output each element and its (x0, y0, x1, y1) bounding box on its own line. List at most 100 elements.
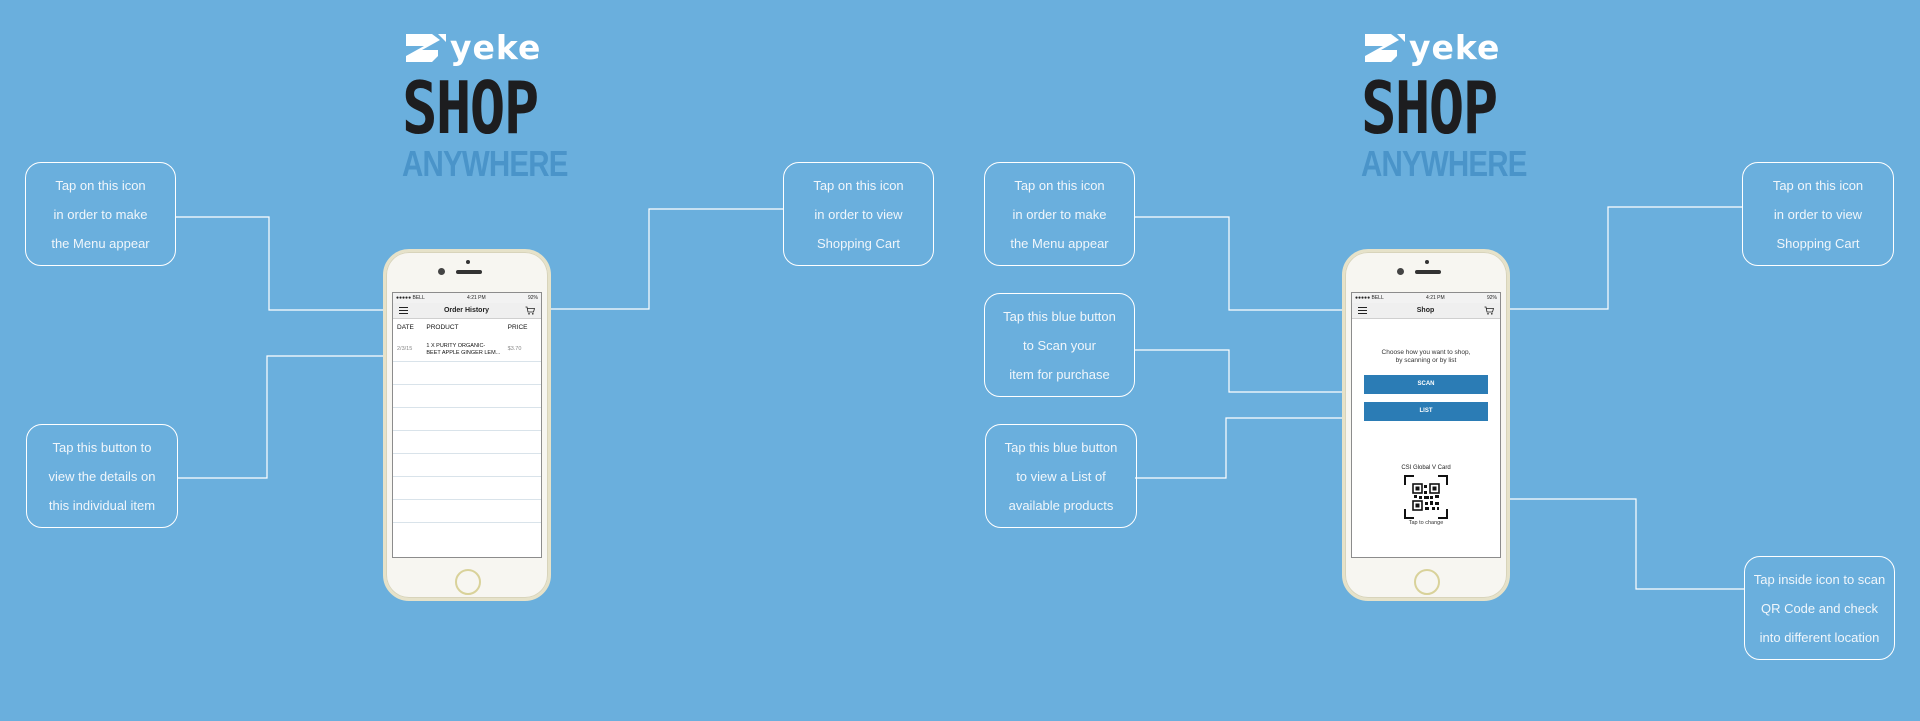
logo: yeke (1361, 26, 1511, 70)
scan-button[interactable]: SCAN (1364, 375, 1488, 394)
instruction-line: Choose how you want to shop, (1381, 349, 1471, 356)
phone-order-history: ●●●●● BELL 4:21 PM 92% Order History DAT… (383, 249, 551, 601)
callout-line: Tap on this icon (55, 177, 146, 193)
product-line: 1 X PURITY ORGANIC- (426, 343, 486, 349)
tap-to-change-text[interactable]: Tap to change (1408, 520, 1444, 526)
callout-line: in order to view (1773, 206, 1863, 222)
callout-line: in order to make (1012, 206, 1107, 222)
empty-row (393, 408, 541, 431)
time-text: 4:21 PM (1426, 295, 1445, 301)
callout-right-qr: Tap inside icon to scan QR Code and chec… (1744, 556, 1895, 660)
phone-screen: ●●●●● BELL 4:21 PM 92% Order History DAT… (392, 292, 542, 558)
callout-line: to Scan your (1023, 337, 1096, 353)
callout-line: Tap on this icon (1772, 177, 1864, 193)
callout-line: Tap this blue button (1004, 439, 1118, 455)
callout-line: item for purchase (1009, 366, 1110, 382)
order-row[interactable]: 2/3/15 1 X PURITY ORGANIC- BEET APPLE GI… (393, 339, 541, 362)
carrier-text: ●●●●● BELL (1355, 295, 1384, 301)
card-label: CSI Global V Card (1401, 465, 1451, 471)
callout-line: available products (1008, 497, 1114, 513)
order-price: $3.70 (507, 346, 522, 352)
empty-row (393, 500, 541, 523)
carrier-text: ●●●●● BELL (396, 295, 425, 301)
column-header-product: PRODUCT (426, 324, 459, 331)
status-bar: ●●●●● BELL 4:21 PM 92% (393, 293, 541, 303)
callout-line: this individual item (48, 497, 156, 513)
callout-line: Tap inside icon to scan (1753, 571, 1886, 587)
cart-icon[interactable] (525, 306, 535, 315)
nav-title: Shop (1416, 307, 1435, 314)
shop-body: Choose how you want to shop, by scanning… (1352, 319, 1500, 526)
shop-title: SHOP (402, 66, 539, 150)
callout-line: the Menu appear (1010, 235, 1109, 251)
callout-left-menu: Tap on this icon in order to make the Me… (25, 162, 176, 266)
phone-camera (1397, 268, 1404, 275)
status-bar: ●●●●● BELL 4:21 PM 92% (1352, 293, 1500, 303)
brand-right: yeke SHOP ANYWHERE (1361, 26, 1527, 184)
callout-line: Shopping Cart (1776, 235, 1860, 251)
zyeke-logo-icon (1365, 34, 1405, 62)
empty-row (393, 385, 541, 408)
callout-right-list: Tap this blue button to view a List of a… (985, 424, 1137, 528)
callout-line: Tap on this icon (813, 177, 904, 193)
brand-left: yeke SHOP ANYWHERE (402, 26, 568, 184)
phone-sensor (466, 260, 470, 264)
tagline: ANYWHERE (402, 143, 568, 184)
callout-line: in order to make (53, 206, 148, 222)
logo-text: yeke (1409, 28, 1501, 67)
order-date: 2/3/15 (397, 346, 413, 352)
callout-line: to view a List of (1016, 468, 1106, 484)
callout-left-cart: Tap on this icon in order to view Shoppi… (783, 162, 934, 266)
callout-line: Tap this blue button (1003, 308, 1116, 324)
callout-line: the Menu appear (51, 235, 150, 251)
home-button[interactable] (455, 569, 481, 595)
table-header: DATE PRODUCT PRICE (393, 319, 541, 339)
callout-right-cart: Tap on this icon in order to view Shoppi… (1742, 162, 1894, 266)
phone-camera (438, 268, 445, 275)
callout-line: QR Code and check (1760, 600, 1879, 616)
list-button[interactable]: LIST (1364, 402, 1488, 421)
empty-row (393, 454, 541, 477)
phone-speaker (456, 270, 482, 274)
shop-instruction: Choose how you want to shop, by scanning… (1352, 349, 1500, 365)
nav-bar: Order History (393, 303, 541, 319)
empty-row (393, 362, 541, 385)
phone-shop: ●●●●● BELL 4:21 PM 92% Shop Choose how y… (1342, 249, 1510, 601)
phone-sensor (1425, 260, 1429, 264)
callout-right-scan: Tap this blue button to Scan your item f… (984, 293, 1135, 397)
battery-text: 92% (527, 295, 538, 301)
tagline: ANYWHERE (1361, 143, 1527, 184)
menu-icon[interactable] (399, 307, 408, 314)
callout-line: view the details on (48, 468, 156, 484)
qr-code-icon[interactable] (1404, 475, 1448, 519)
time-text: 4:21 PM (467, 295, 486, 301)
cart-icon[interactable] (1484, 306, 1494, 315)
column-header-date: DATE (397, 324, 414, 331)
callout-line: Shopping Cart (816, 235, 901, 251)
callout-line: into different location (1759, 629, 1880, 645)
callout-line: Tap on this icon (1014, 177, 1105, 193)
nav-title: Order History (443, 307, 490, 314)
column-header-price: PRICE (507, 324, 528, 331)
home-button[interactable] (1414, 569, 1440, 595)
zyeke-logo-icon (406, 34, 446, 62)
product-line: BEET APPLE GINGER LEM... (426, 350, 501, 356)
callout-line: in order to view (814, 206, 903, 222)
menu-icon[interactable] (1358, 307, 1367, 314)
phone-screen: ●●●●● BELL 4:21 PM 92% Shop Choose how y… (1351, 292, 1501, 558)
logo: yeke (402, 26, 552, 70)
callout-left-details: Tap this button to view the details on t… (26, 424, 178, 528)
logo-text: yeke (450, 28, 542, 67)
shop-title: SHOP (1361, 66, 1498, 150)
phone-speaker (1415, 270, 1441, 274)
callout-line: Tap this button to (52, 439, 152, 455)
empty-row (393, 477, 541, 500)
nav-bar: Shop (1352, 303, 1500, 319)
qr-code-icon (1404, 475, 1448, 519)
battery-text: 92% (1486, 295, 1497, 301)
instruction-line: by scanning or by list (1395, 357, 1457, 364)
empty-row (393, 431, 541, 454)
order-product: 1 X PURITY ORGANIC- BEET APPLE GINGER LE… (426, 343, 507, 357)
callout-right-menu: Tap on this icon in order to make the Me… (984, 162, 1135, 266)
